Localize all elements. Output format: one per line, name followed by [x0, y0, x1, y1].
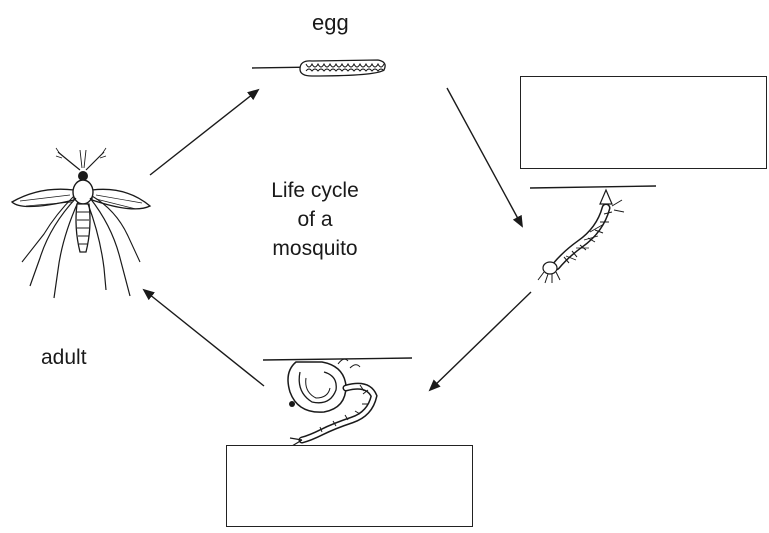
egg-illustration: [252, 60, 385, 76]
arrow-pupa-to-adult: [144, 290, 264, 386]
title-line-1: Life cycle: [240, 176, 390, 205]
adult-mosquito-illustration: [12, 148, 150, 298]
pupa-illustration: [263, 358, 412, 446]
adult-label: adult: [41, 346, 87, 370]
title-line-2: of a: [240, 205, 390, 234]
arrow-larva-to-pupa: [430, 292, 531, 390]
larva-answer-box[interactable]: [520, 76, 767, 169]
diagram-title: Life cycle of a mosquito: [240, 176, 390, 263]
egg-label: egg: [312, 10, 349, 36]
larva-illustration: [530, 186, 656, 283]
title-line-3: mosquito: [240, 234, 390, 263]
arrow-adult-to-egg: [150, 90, 258, 175]
pupa-answer-box[interactable]: [226, 445, 473, 527]
arrow-egg-to-larva: [447, 88, 522, 226]
